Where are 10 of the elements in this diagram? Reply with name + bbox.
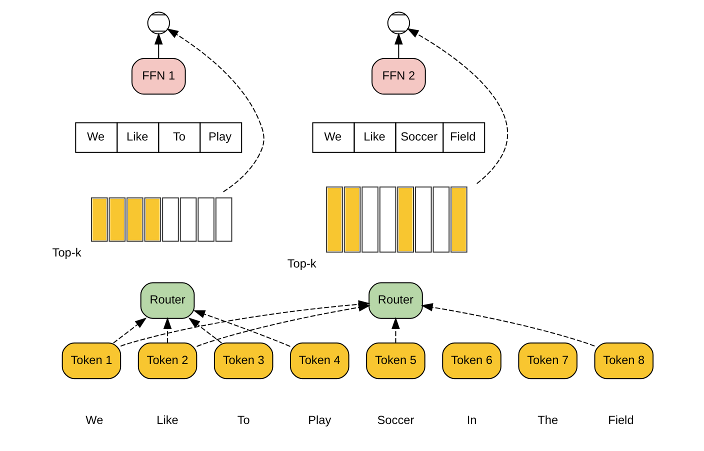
- label: The: [537, 413, 558, 428]
- label: Soccer: [376, 413, 414, 428]
- label: To: [236, 413, 250, 428]
- node-label: Top-k: [286, 256, 316, 271]
- label: In: [466, 413, 476, 428]
- label: Play: [308, 413, 331, 428]
- label: Like: [156, 413, 178, 428]
- node-label: Top-k: [52, 246, 81, 260]
- label: Field: [608, 413, 634, 428]
- label: We: [85, 413, 103, 428]
